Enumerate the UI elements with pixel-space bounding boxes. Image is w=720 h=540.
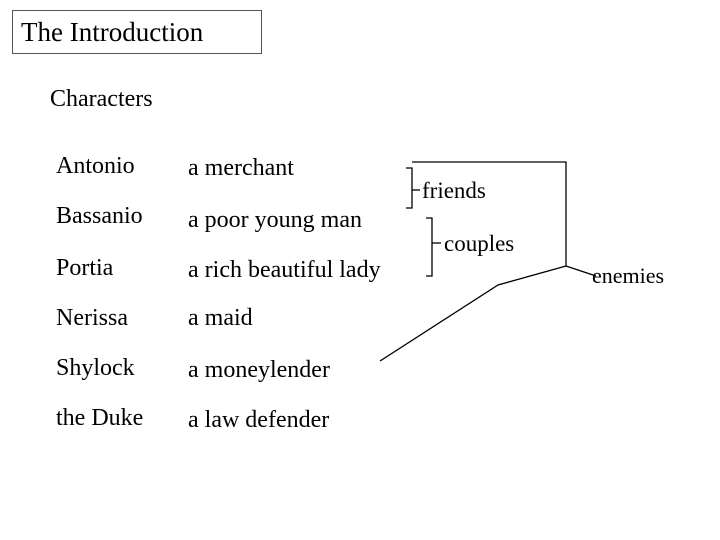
character-name-shylock: Shylock bbox=[56, 355, 135, 381]
friends-bracket bbox=[406, 167, 413, 209]
character-name-portia: Portia bbox=[56, 255, 114, 281]
character-name-the-duke: the Duke bbox=[56, 405, 144, 431]
character-name-nerissa: Nerissa bbox=[56, 305, 128, 331]
character-role-antonio: a merchant bbox=[188, 155, 294, 181]
character-role-nerissa: a maid bbox=[188, 305, 253, 331]
character-role-bassanio: a poor young man bbox=[188, 207, 362, 233]
character-name-bassanio: Bassanio bbox=[56, 203, 143, 229]
relation-label-couples: couples bbox=[444, 231, 515, 256]
characters-heading: Characters bbox=[50, 86, 153, 112]
relation-label-friends: friends bbox=[422, 178, 486, 203]
enemies-connector bbox=[379, 161, 597, 362]
character-role-shylock: a moneylender bbox=[188, 357, 330, 383]
character-role-the-duke: a law defender bbox=[188, 407, 330, 433]
character-name-antonio: Antonio bbox=[56, 153, 135, 179]
couples-bracket bbox=[426, 217, 433, 277]
character-role-portia: a rich beautiful lady bbox=[188, 257, 381, 283]
page-title: The Introduction bbox=[12, 10, 262, 54]
relation-label-enemies: enemies bbox=[592, 263, 665, 288]
